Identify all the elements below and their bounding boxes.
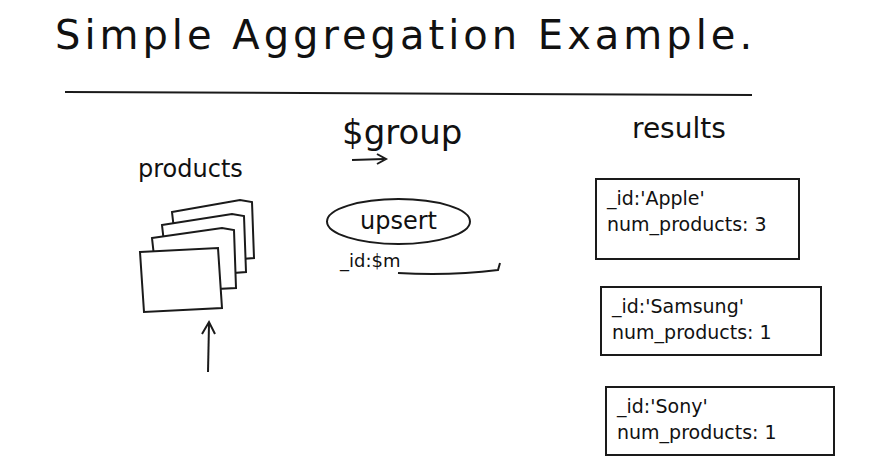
stage-oval: upsert xyxy=(326,198,471,245)
result-document: _id:'Samsung'num_products: 1 xyxy=(600,286,822,356)
group-key: _id:$m xyxy=(340,250,400,271)
node-title: _id:'Samsung' xyxy=(612,294,810,320)
title: Simple Aggregation Example. xyxy=(55,12,756,58)
input-arrow xyxy=(202,322,215,372)
document-stack xyxy=(140,200,254,312)
node-body: num_products: 1 xyxy=(617,420,823,446)
section-label: $group xyxy=(342,112,462,152)
result-document: _id:'Apple'num_products: 3 xyxy=(595,178,800,260)
node-body: num_products: 1 xyxy=(612,320,810,346)
node-body: num_products: 3 xyxy=(607,212,788,238)
result-document: _id:'Sony'num_products: 1 xyxy=(605,386,835,456)
flow-arrow xyxy=(352,154,386,164)
node-title: _id:'Apple' xyxy=(607,186,788,212)
node-title: _id:'Sony' xyxy=(617,394,823,420)
title-rule xyxy=(65,92,752,95)
section-label: products xyxy=(138,155,243,183)
node-title: upsert xyxy=(360,205,437,237)
section-label: results xyxy=(632,112,726,145)
underline xyxy=(398,263,500,274)
